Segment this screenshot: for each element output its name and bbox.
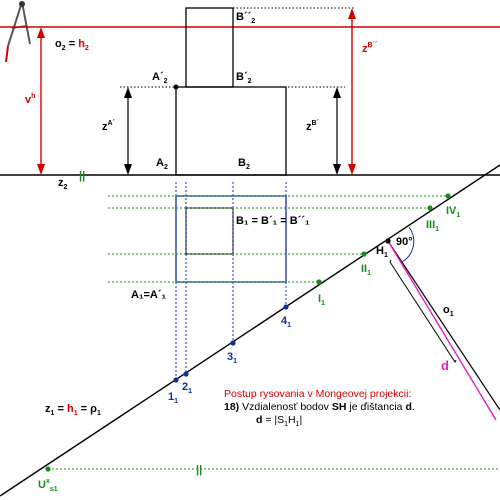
label-d: d — [441, 358, 449, 373]
point-iv1 — [445, 193, 451, 199]
label-a1-eq: A₁=A´₁ — [131, 289, 167, 301]
label-zb-double: zB´´ — [362, 42, 378, 55]
right-angle-arc — [401, 226, 415, 263]
label-o2-eq: o2 = h2 — [55, 38, 89, 52]
point-h1 — [385, 238, 391, 244]
label-za: zA´ — [102, 120, 116, 133]
front-lower-rect — [175, 86, 287, 176]
a2-prime-point — [173, 84, 179, 90]
d-segment — [387, 240, 497, 421]
label-3-1: 31 — [227, 351, 237, 365]
compass-icon — [5, 1, 31, 63]
plan-inner-rect — [185, 207, 234, 255]
label-vh: vh — [25, 93, 35, 106]
label-a2: A2 — [156, 157, 168, 171]
point-2-1 — [183, 371, 189, 377]
parallel-mark-x12: || — [79, 170, 85, 182]
zb-arrow-head-top — [333, 87, 341, 98]
plan-outer-rect — [175, 195, 287, 283]
zb2-arrow-head-top — [348, 8, 356, 19]
label-2-1: 21 — [182, 381, 192, 395]
label-o1: o1 — [443, 304, 454, 318]
label-b2: B2 — [238, 157, 250, 171]
point-4-1 — [283, 304, 289, 310]
label-b1-eq: B₁ = B´₁ = B´´₁ — [236, 215, 310, 227]
za-arrow-head-bottom — [124, 164, 132, 175]
point-ux — [45, 466, 51, 472]
zb-arrow-head-bottom — [333, 164, 341, 175]
vh-arrow-head-top — [37, 27, 45, 38]
point-ii1 — [361, 251, 367, 257]
label-i1: I1 — [318, 293, 325, 307]
zb2-arrow-head-bottom — [348, 164, 356, 175]
parallel-mark-ux: || — [196, 464, 202, 476]
point-i1 — [316, 279, 322, 285]
label-b2-prime: B´2 — [236, 71, 252, 85]
label-iv1: IV1 — [446, 205, 460, 219]
front-upper-rect — [185, 7, 234, 88]
trace-rho1 — [0, 164, 500, 497]
label-z1-eq: z1 = h1 = ρ1 — [45, 403, 101, 417]
za-arrow-head-top — [124, 87, 132, 98]
label-1-1: 11 — [168, 391, 178, 405]
procedure-panel: Postup rysovania v Mongeovej projekcii: … — [224, 388, 492, 431]
vh-arrow-head-bottom — [37, 164, 45, 175]
label-a2-prime: A´2 — [152, 71, 168, 85]
label-b2-top: B´´2 — [236, 11, 255, 25]
procedure-formula: d = |S1H1| — [256, 414, 303, 429]
label-angle-90: 90° — [396, 236, 413, 248]
d-bracket — [389, 259, 457, 364]
label-iii1: III1 — [426, 219, 439, 233]
label-z2: z2 — [58, 177, 68, 191]
label-ii1: II1 — [361, 263, 371, 277]
label-ux: Uxs1 — [38, 478, 58, 493]
o1-line — [387, 240, 500, 411]
procedure-title: Postup rysovania v Mongeovej projekcii: — [224, 388, 412, 400]
label-zb: zB´ — [306, 120, 320, 133]
procedure-step: 18) Vzdialenosť bodov SH je ďištancia d. — [224, 401, 415, 413]
label-4-1: 41 — [281, 315, 291, 329]
label-h1: H1 — [376, 245, 388, 259]
point-1-1 — [173, 377, 179, 383]
point-3-1 — [230, 340, 236, 346]
point-iii1 — [427, 205, 433, 211]
